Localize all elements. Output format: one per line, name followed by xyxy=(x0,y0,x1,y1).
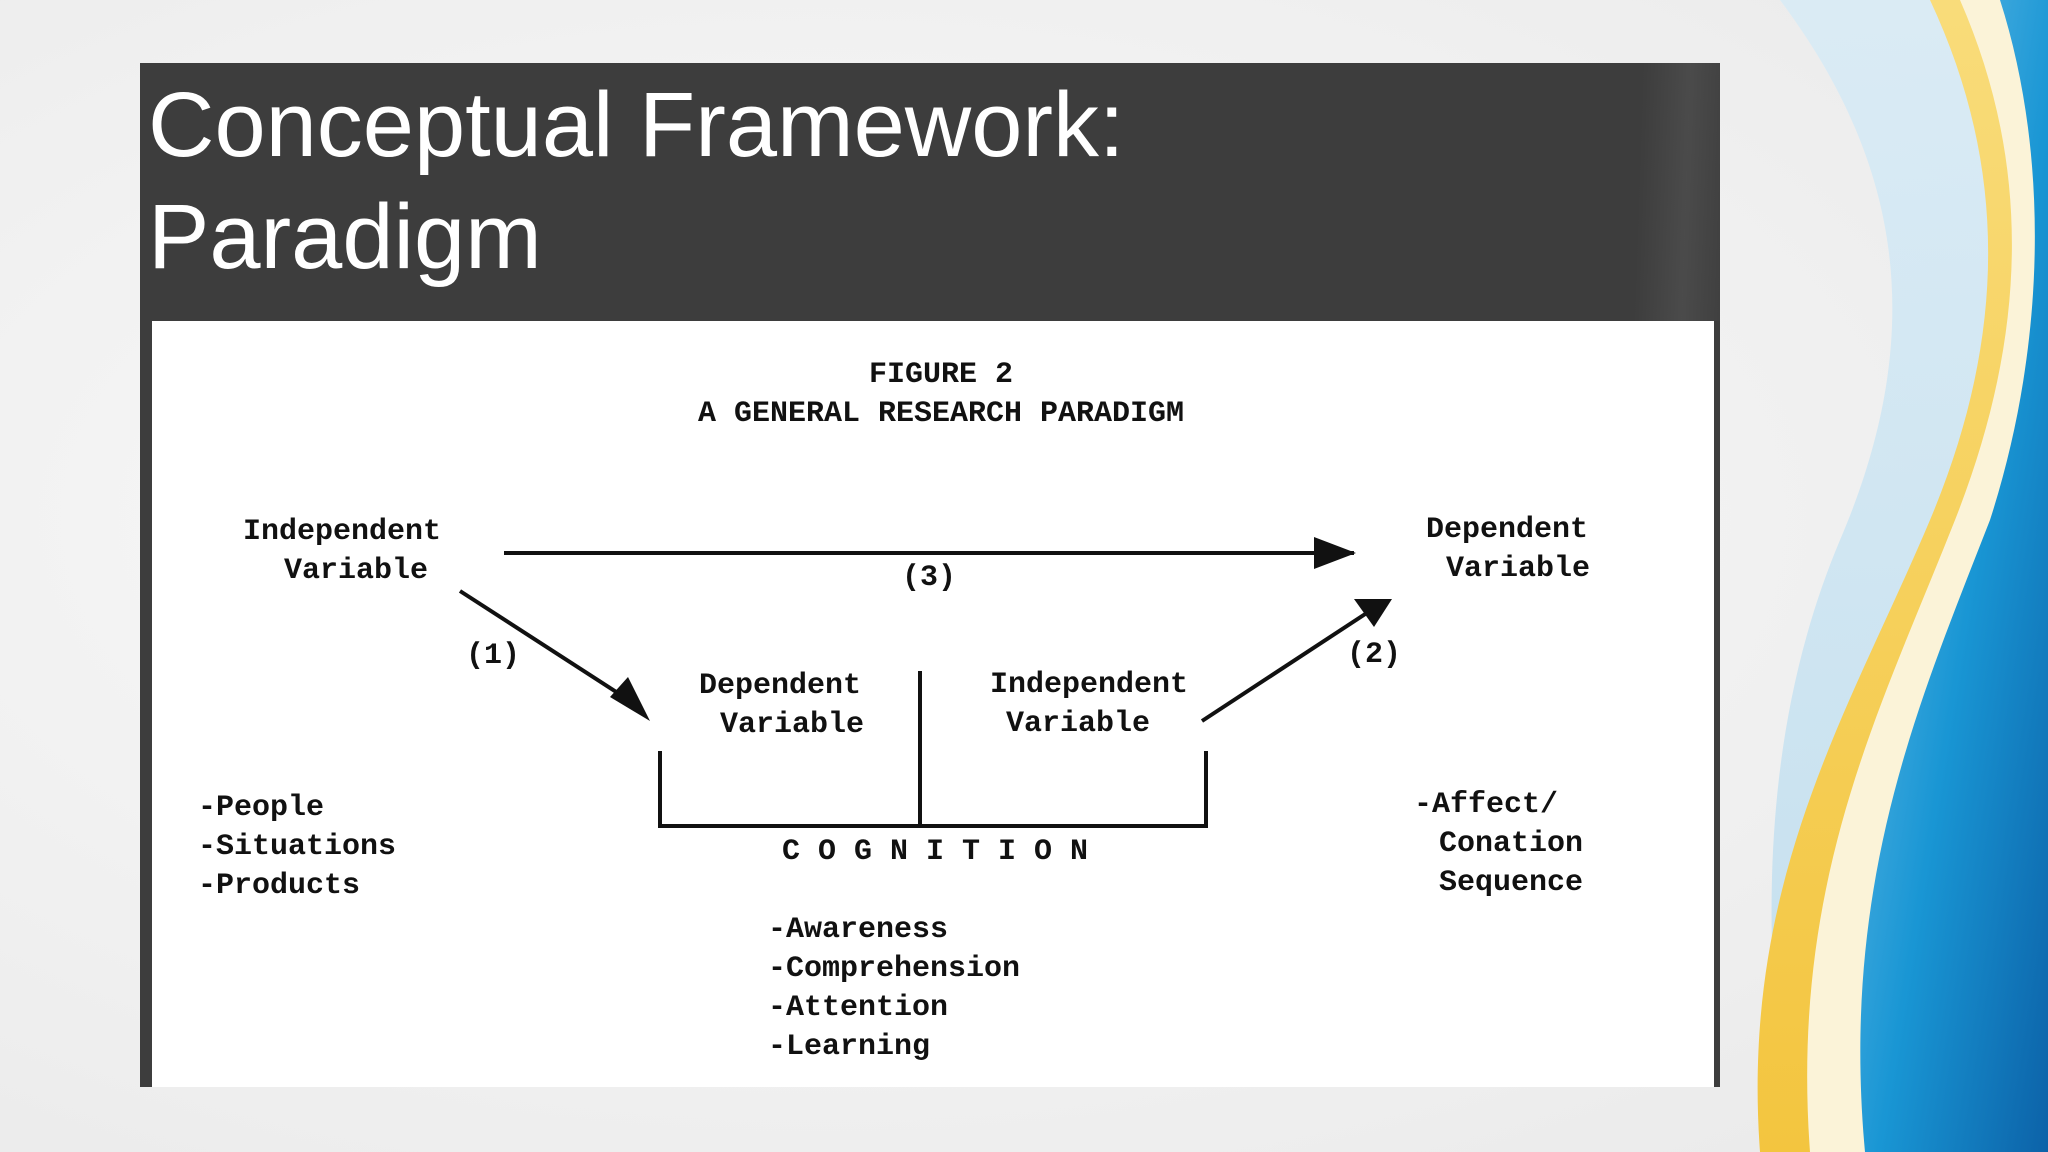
arrow-head-2 xyxy=(1354,599,1392,627)
path-label-1: (1) xyxy=(466,639,520,673)
path-label-2: (2) xyxy=(1347,638,1401,672)
title-bar: Conceptual Framework: Paradigm xyxy=(140,63,1720,321)
header-sheen xyxy=(1512,63,1720,321)
slide-title: Conceptual Framework: Paradigm xyxy=(148,74,1125,288)
paradigm-diagram: FIGURE 2 A GENERAL RESEARCH PARADIGM Ind… xyxy=(198,358,1590,1064)
arrow-path-1 xyxy=(458,589,640,708)
cognition-label: C O G N I T I O N xyxy=(782,835,1088,869)
left-node-line1: Independent xyxy=(243,515,441,549)
left-list-item: -Situations xyxy=(198,830,396,864)
right-node-line2: Variable xyxy=(1446,552,1590,586)
left-list-item: -People xyxy=(198,791,324,825)
arrow-head-3 xyxy=(1314,537,1356,569)
center-list-item: -Learning xyxy=(768,1030,930,1064)
center-list-item: -Awareness xyxy=(768,913,948,947)
figure-caption: FIGURE 2 xyxy=(869,358,1013,392)
arrow-path-2 xyxy=(1200,601,1384,723)
left-list-item: -Products xyxy=(198,869,360,903)
right-node-line1: Dependent xyxy=(1426,513,1588,547)
blue-wave xyxy=(1860,0,2048,1152)
arrow-head-1 xyxy=(610,677,650,721)
middle-left-node-line2: Variable xyxy=(720,708,864,742)
middle-right-node-line2: Variable xyxy=(1006,707,1150,741)
right-list-item: Sequence xyxy=(1439,866,1583,900)
left-node-line2: Variable xyxy=(284,554,428,588)
path-label-3: (3) xyxy=(902,561,956,595)
cognition-bracket xyxy=(658,751,1208,828)
research-paradigm-figure: FIGURE 2 A GENERAL RESEARCH PARADIGM Ind… xyxy=(152,321,1714,1087)
center-list-item: -Attention xyxy=(768,991,948,1025)
right-list-item: -Affect/ xyxy=(1414,788,1558,822)
right-list-item: Conation xyxy=(1439,827,1583,861)
center-list-item: -Comprehension xyxy=(768,952,1020,986)
figure-subtitle: A GENERAL RESEARCH PARADIGM xyxy=(698,397,1184,431)
middle-left-node-line1: Dependent xyxy=(699,669,861,703)
figure-frame: FIGURE 2 A GENERAL RESEARCH PARADIGM Ind… xyxy=(140,321,1720,1087)
middle-right-node-line1: Independent xyxy=(990,668,1188,702)
